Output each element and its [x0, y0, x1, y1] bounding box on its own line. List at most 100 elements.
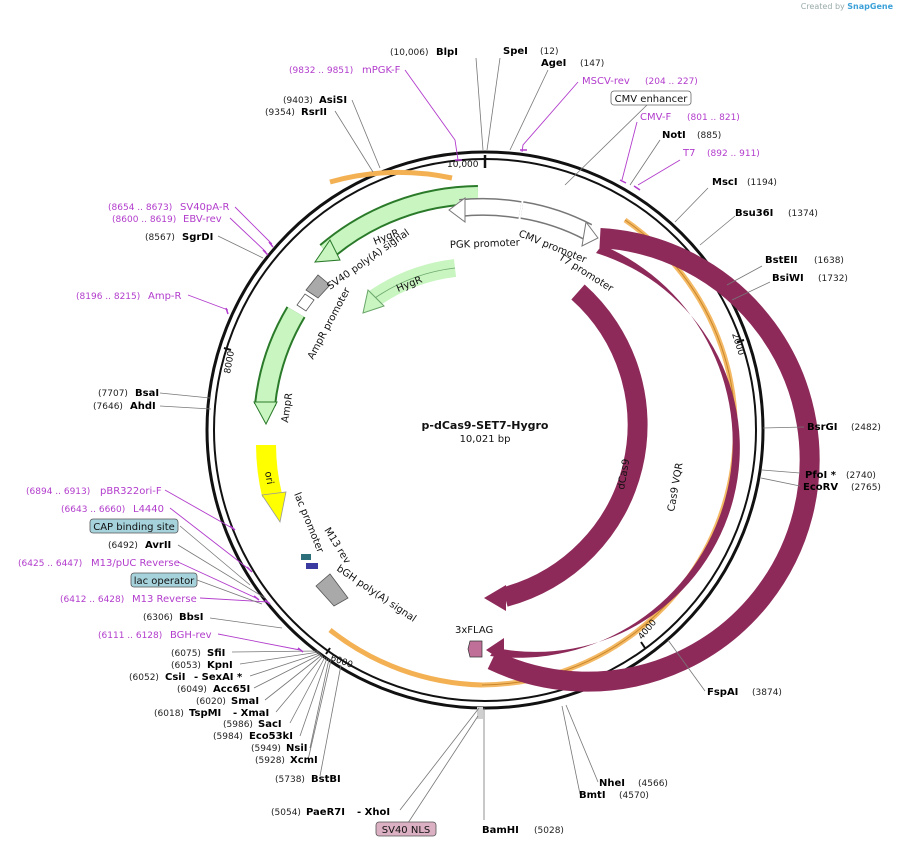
site-name-bmti: BmtI [579, 790, 606, 801]
lac-operator-feature [306, 563, 318, 569]
box-lac-operator [130, 572, 198, 588]
box-label-cmv-enhancer: CMV enhancer [615, 94, 689, 105]
ampr-fill [256, 307, 304, 407]
site-name-ahdi: AhdI [130, 401, 156, 412]
site-name-agei: AgeI [541, 58, 566, 69]
site-name-rsrii: RsrII [301, 107, 327, 118]
primer-pos-mpgk-f: (9832 .. 9851) [289, 66, 353, 76]
site-name-paer7i: PaeR7I [306, 807, 345, 818]
bgh-polya-feature [315, 573, 349, 607]
feature-label-pgk-promoter: PGK promoter [450, 238, 521, 251]
site-pos-eco53ki: (5984) [213, 732, 243, 742]
primer-name-t7: T7 [682, 148, 695, 159]
site-pos-csii: (6052) [129, 673, 159, 683]
site-pos-blpi: (10,006) [390, 48, 429, 58]
tick-2000-mark [736, 339, 745, 343]
credit-brand: SnapGene [847, 2, 893, 11]
site-pos-bamhi: (5028) [534, 826, 564, 836]
snapgene-credit: Created by SnapGene [801, 2, 893, 11]
site-name-smai: SmaI [231, 696, 259, 707]
site-pos-sfii: (6075) [171, 649, 201, 659]
site-pos-fspai: (3874) [752, 688, 782, 698]
tick-6000-mark [325, 647, 331, 655]
feature-label-m13-rev: M13 rev [321, 526, 352, 566]
sv40-polya-feature [305, 274, 331, 299]
site-name-bsiwi: BsiWI [772, 273, 804, 284]
box-cmv-enhancer [610, 90, 692, 106]
primer-name-bgh-rev: BGH-rev [170, 630, 212, 641]
site-pos-bbsi: (6306) [143, 613, 173, 623]
feature-label-3xflag: 3xFLAG [455, 625, 493, 636]
site-pos-msci: (1194) [747, 178, 777, 188]
site-pos-saci: (5986) [223, 720, 253, 730]
cas9-vqr-arrowhead [486, 638, 504, 662]
primer-pos-m13-puc-reverse: (6425 .. 6447) [18, 559, 82, 569]
site-pos-noti: (885) [697, 131, 721, 141]
site-name-xhoi: - XhoI [357, 807, 390, 818]
cas9-vqr-arrow [487, 228, 820, 692]
site-name-bsai: BsaI [135, 388, 159, 399]
site-name-blpi: BlpI [436, 47, 458, 58]
primer-pos-t7: (892 .. 911) [707, 149, 760, 159]
site-pos-bsu36i: (1374) [788, 209, 818, 219]
primer-name-sv40pa-r: SV40pA-R [180, 202, 229, 213]
hygr-inner-arrowhead [362, 288, 385, 314]
primer-name-m13-puc-reverse: M13/pUC Reverse [91, 558, 180, 569]
credit-prefix: Created by [800, 2, 845, 11]
tick-label-8000: 8000 [223, 350, 237, 375]
site-name-nhei: NheI [599, 778, 625, 789]
tick-label-10000: 10,000 [447, 160, 479, 170]
feature-label-ori: ori [262, 471, 275, 486]
site-name-csii: CsiI [165, 672, 185, 683]
site-name-xmai: - XmaI [233, 708, 269, 719]
site-name-bstbi: BstBI [311, 774, 341, 785]
site-name-xcmi: XcmI [290, 755, 318, 766]
site-pos-agei: (147) [580, 59, 604, 69]
site-name-tspmi: TspMI [189, 708, 221, 719]
site-pos-pfoi: (2740) [846, 471, 876, 481]
site-name-eco53ki: Eco53kI [249, 731, 293, 742]
backbone-outer-ring [205, 150, 765, 710]
primer-name-pbr322ori-f: pBR322ori-F [100, 486, 162, 497]
ori-fill [256, 444, 282, 498]
site-pos-rsrii: (9354) [265, 108, 295, 118]
site-pos-nhei: (4566) [638, 779, 668, 789]
hygr-outer-fill [320, 187, 479, 259]
feature-label-ampr: AmpR [280, 392, 295, 423]
primer-leader-lines [164, 69, 681, 651]
pgk-promoter-fill [459, 199, 522, 218]
primer-pos-mscv-rev: (204 .. 227) [645, 77, 698, 87]
primer-pos-l4440: (6643 .. 6660) [61, 505, 125, 515]
primer-pos-bgh-rev: (6111 .. 6128) [98, 631, 162, 641]
feature-label-dcas9: dCas9 [616, 458, 632, 490]
site-name-fspai: FspAI [707, 687, 738, 698]
tick-4000-mark [640, 641, 646, 649]
primer-pos-m13-reverse: (6412 .. 6428) [60, 595, 124, 605]
primer-name-mscv-rev: MSCV-rev [582, 76, 630, 87]
plasmid-name: p-dCas9-SET7-Hygro [422, 419, 549, 432]
primer-name-mpgk-f: mPGK-F [362, 65, 401, 76]
site-pos-ahdi: (7646) [93, 402, 123, 412]
primer-pos-sv40pa-r: (8654 .. 8673) [108, 203, 172, 213]
box-label-lac-operator: lac operator [134, 576, 195, 587]
primer-pos-amp-r: (8196 .. 8215) [76, 292, 140, 302]
site-name-sgrdi: SgrDI [182, 232, 213, 243]
site-pos-sgrdi: (8567) [145, 233, 175, 243]
site-pos-avrii: (6492) [108, 541, 138, 551]
tick-label-2000: 2000 [729, 332, 746, 357]
hygr-inner-edge [371, 267, 456, 301]
site-name-sexai: - SexAI * [194, 672, 243, 683]
box-leader-lines [179, 103, 649, 827]
site-pos-asisi: (9403) [283, 96, 313, 106]
plasmid-size: 10,021 bp [460, 434, 511, 445]
site-name-pfoi: PfoI * [805, 470, 837, 481]
feature-label-lac-promoter: lac promoter [291, 491, 326, 555]
dcas9-arrow [502, 284, 648, 607]
site-name-avrii: AvrII [145, 540, 171, 551]
site-pos-bsteii: (1638) [814, 256, 844, 266]
feature-label-cas9-vqr: Cas9 VQR [666, 462, 685, 513]
primer-name-cmv-f: CMV-F [640, 112, 671, 123]
box-label-sv40-nls: SV40 NLS [382, 825, 431, 836]
primer-name-m13-reverse: M13 Reverse [132, 594, 197, 605]
site-pos-bsrgi: (2482) [851, 423, 881, 433]
